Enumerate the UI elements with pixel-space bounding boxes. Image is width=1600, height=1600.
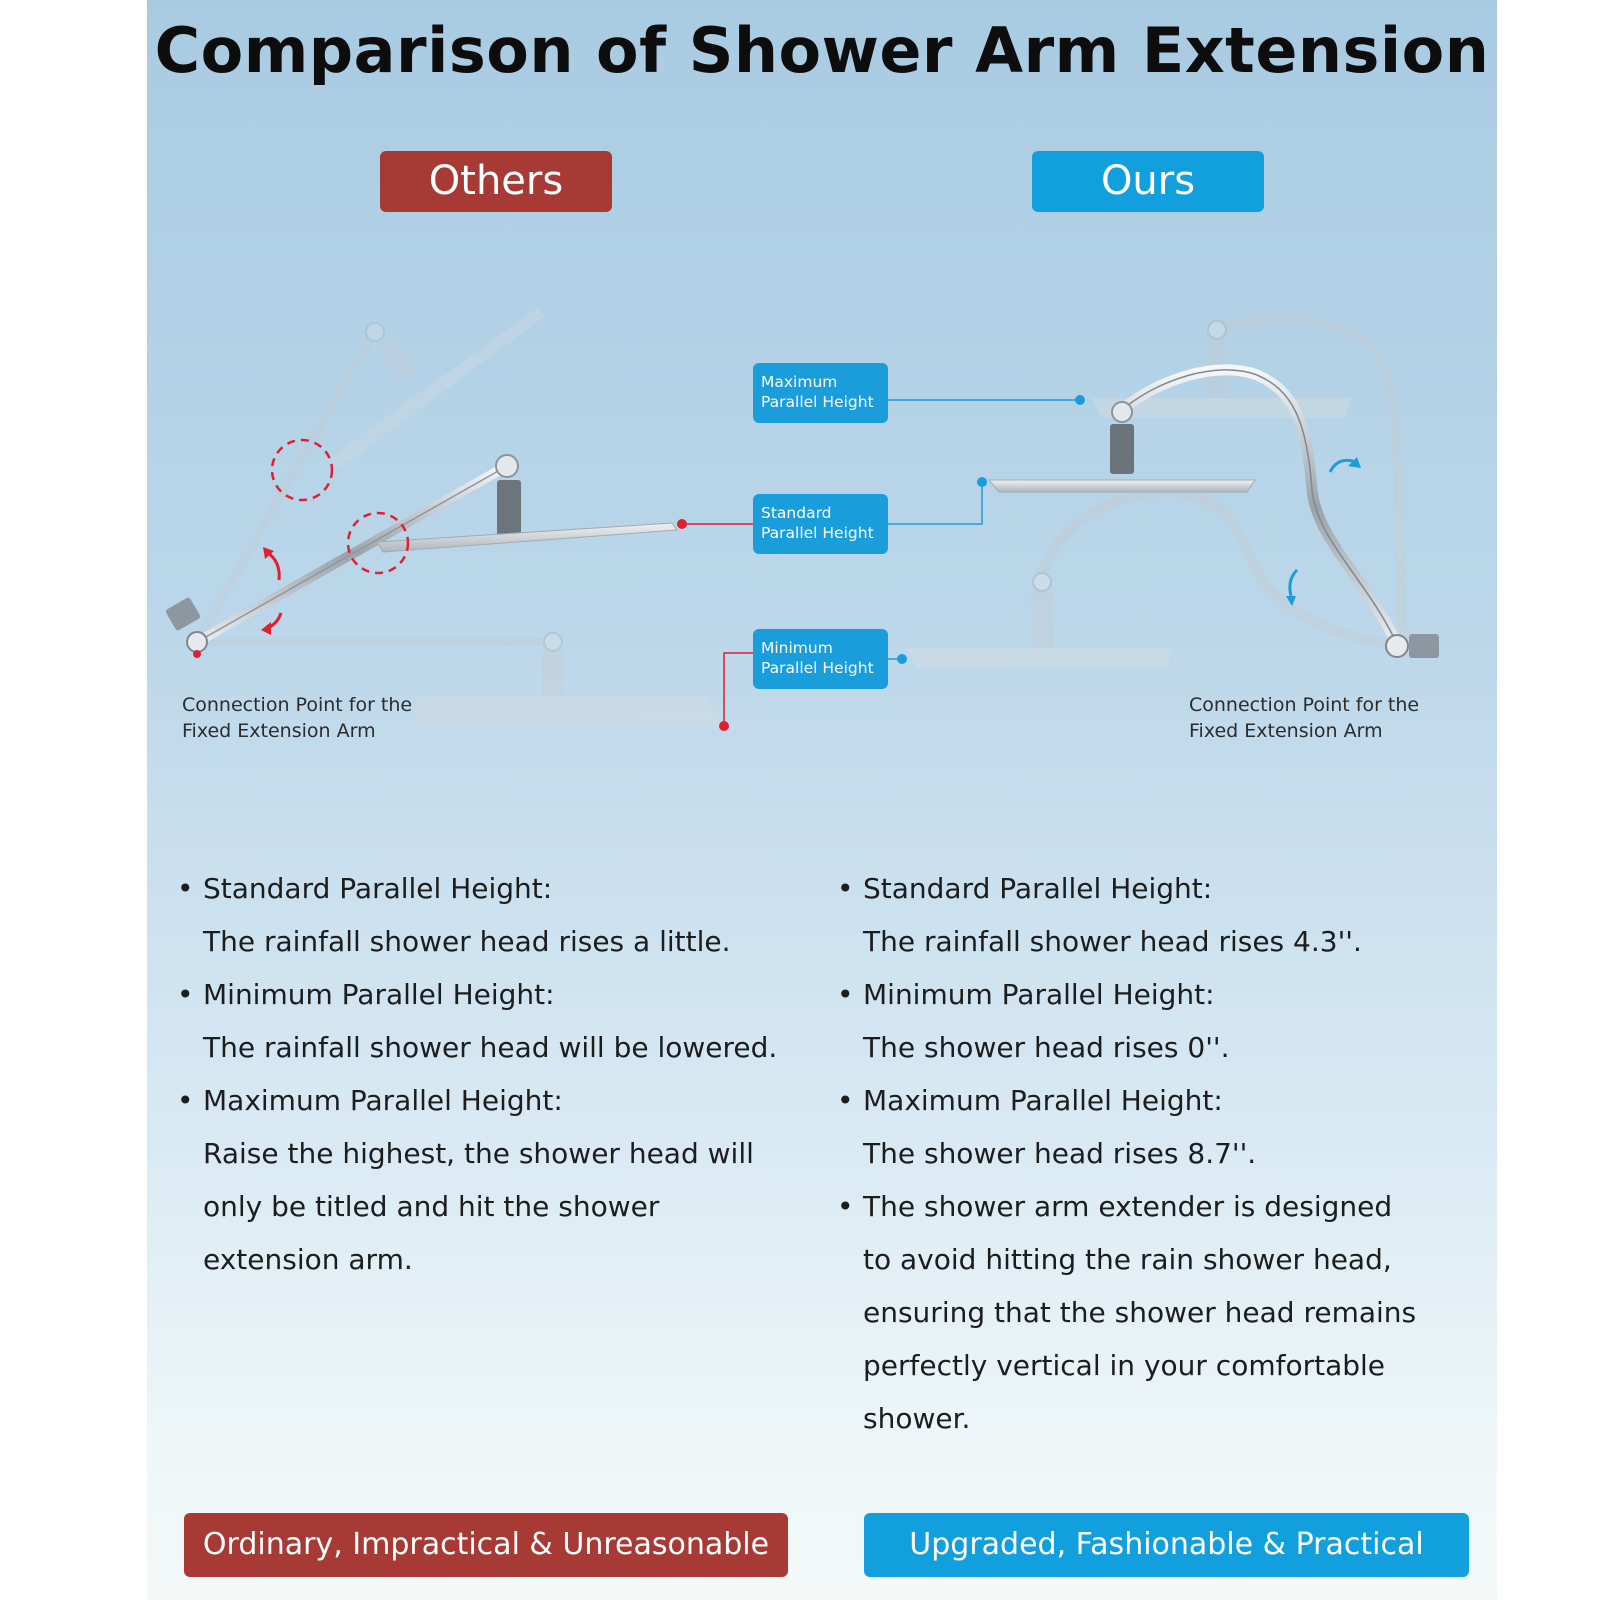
ours-arm-min [907, 486, 1388, 668]
connection-point-left: Connection Point for the Fixed Extension… [182, 694, 413, 742]
others-arm-standard [165, 454, 678, 653]
list-item: Standard Parallel Height: The rainfall s… [177, 862, 797, 968]
others-feature-list: Standard Parallel Height: The rainfall s… [177, 862, 797, 1286]
ours-badge: Ours [1032, 151, 1264, 212]
diagram-illustration [165, 308, 1439, 731]
list-item: Minimum Parallel Height: The shower head… [837, 968, 1467, 1074]
ours-arm-standard [987, 364, 1439, 658]
list-item: Minimum Parallel Height: The rainfall sh… [177, 968, 797, 1074]
minimum-height-label: Minimum Parallel Height [753, 629, 888, 689]
others-arm-min [195, 632, 725, 726]
others-summary-banner: Ordinary, Impractical & Unreasonable [184, 1513, 788, 1577]
list-item: The shower arm extender is designed to a… [837, 1180, 1467, 1445]
ours-summary-banner: Upgraded, Fashionable & Practical [864, 1513, 1469, 1577]
others-markers [270, 438, 410, 575]
others-arm-max [192, 308, 545, 647]
list-item: Maximum Parallel Height: Raise the highe… [177, 1074, 797, 1286]
others-badge: Others [380, 151, 612, 212]
shower-arm-diagram: Maximum Parallel Height Standard Paralle… [147, 280, 1497, 780]
standard-height-label: Standard Parallel Height [753, 494, 888, 554]
list-item: Standard Parallel Height: The rainfall s… [837, 862, 1467, 968]
page-title: Comparison of Shower Arm Extension [154, 14, 1490, 87]
connection-point-right: Connection Point for the Fixed Extension… [1189, 694, 1420, 742]
ours-feature-list: Standard Parallel Height: The rainfall s… [837, 862, 1467, 1445]
maximum-height-label: Maximum Parallel Height [753, 363, 888, 423]
comparison-panel: Comparison of Shower Arm Extension Other… [147, 0, 1497, 1600]
list-item: Maximum Parallel Height: The shower head… [837, 1074, 1467, 1180]
